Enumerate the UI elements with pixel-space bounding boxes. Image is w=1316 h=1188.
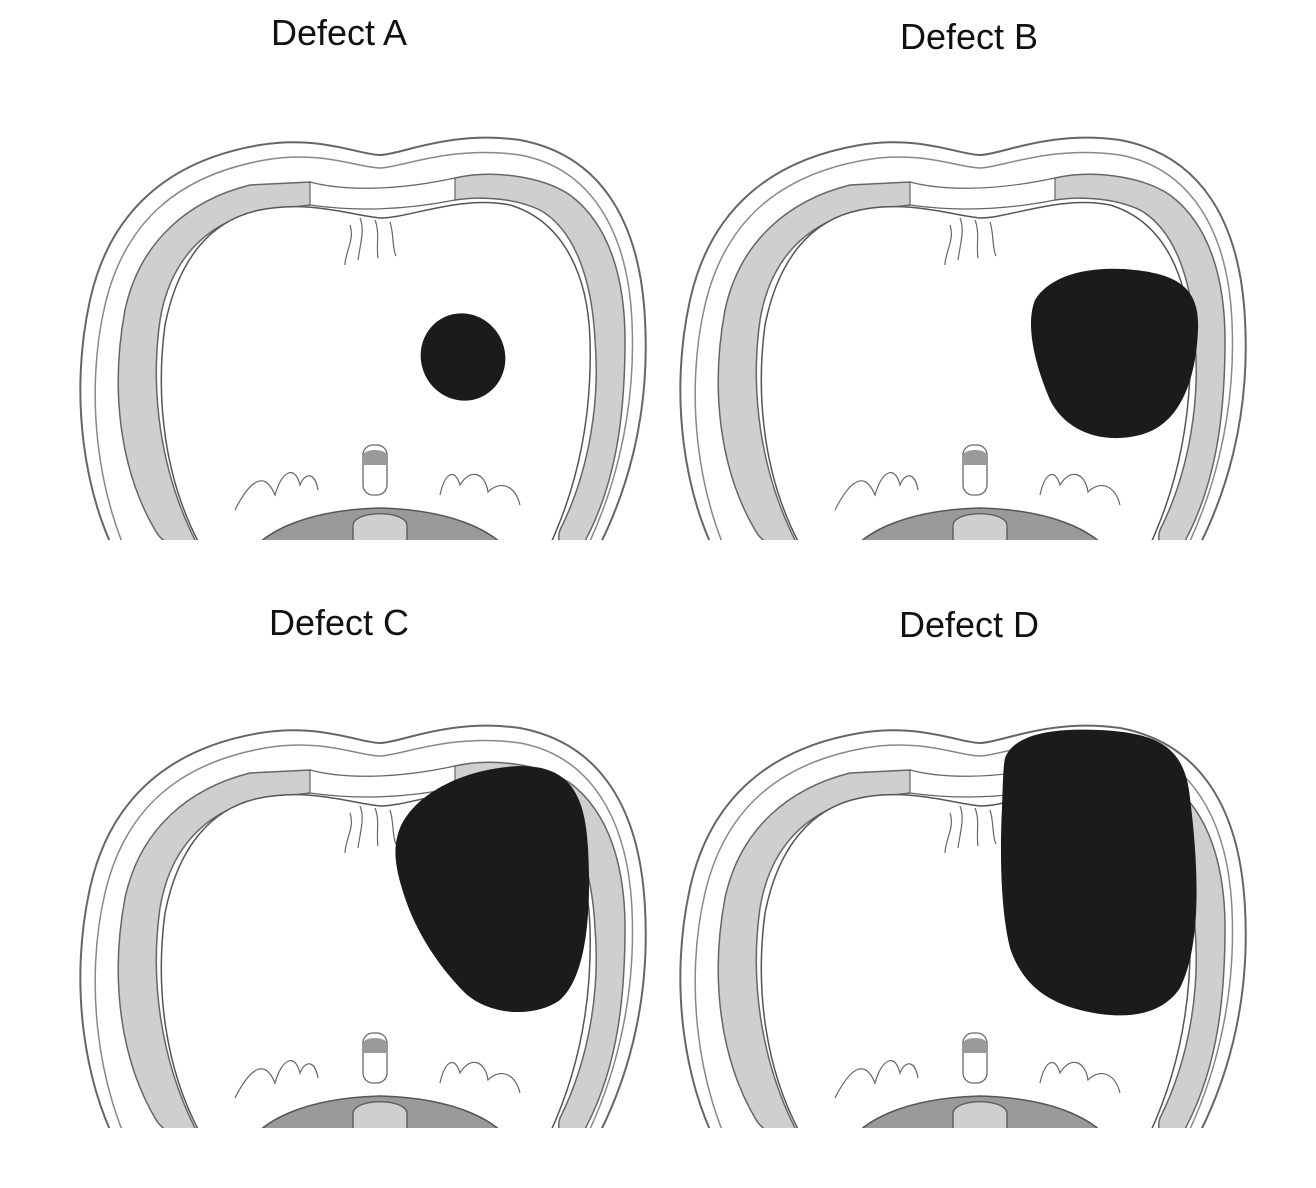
defect-shape-d <box>1000 729 1197 1016</box>
panel-defect-d: Defect D <box>640 588 1298 1188</box>
defect-shape-a <box>420 313 506 401</box>
thorax-diagram-d <box>660 724 1260 1188</box>
defect-shape-b <box>1030 268 1199 439</box>
thorax-diagram-c <box>60 724 660 1188</box>
panel-title-defect-d: Defect D <box>898 604 1040 645</box>
panel-title-defect-a: Defect A <box>270 12 408 53</box>
panel-title-defect-c: Defect C <box>268 602 410 643</box>
thorax-diagram-b <box>660 136 1260 600</box>
thorax-diagram-a <box>60 136 660 600</box>
panel-defect-c: Defect C <box>20 588 678 1188</box>
defect-shape-c <box>395 766 590 1013</box>
panel-defect-a: Defect A <box>20 0 678 600</box>
panel-title-defect-b: Defect B <box>899 16 1039 57</box>
panel-defect-b: Defect B <box>640 0 1298 600</box>
